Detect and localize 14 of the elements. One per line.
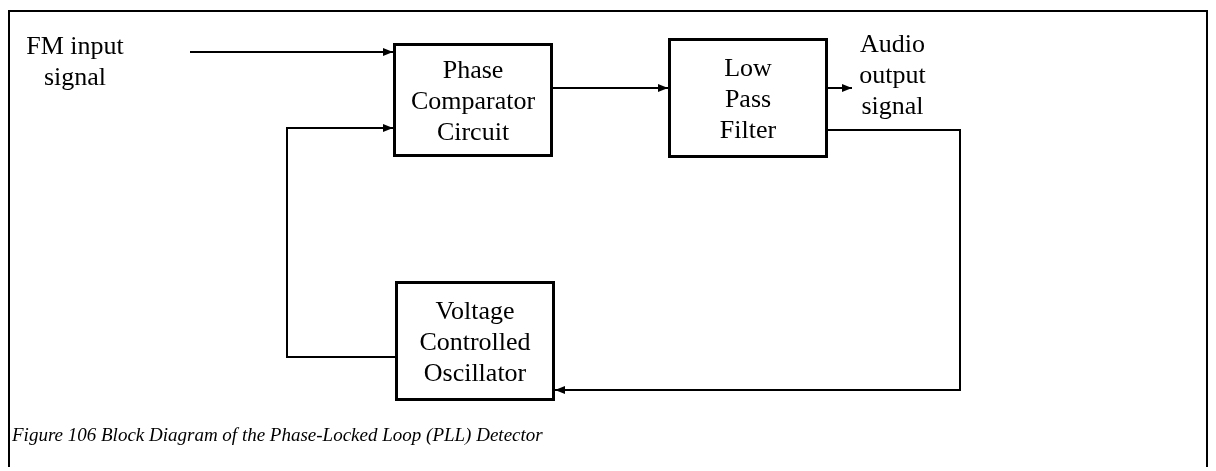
signal-label: Audio output signal — [858, 28, 927, 121]
arrow — [552, 84, 669, 92]
process-box — [393, 43, 553, 157]
arrow — [189, 48, 394, 56]
arrow — [554, 129, 961, 394]
process-box — [395, 281, 555, 401]
box-label: Low Pass Filter — [718, 51, 778, 145]
arrow — [286, 124, 396, 358]
box-label: Voltage Controlled Oscillator — [419, 294, 531, 388]
arrow — [827, 84, 853, 92]
figure-caption: Figure 106 Block Diagram of the Phase-Locked Loop (PLL) Detector — [12, 424, 543, 446]
process-box — [668, 38, 828, 158]
box-label: Phase Comparator Circuit — [410, 53, 536, 147]
signal-label: FM input signal — [25, 30, 125, 92]
